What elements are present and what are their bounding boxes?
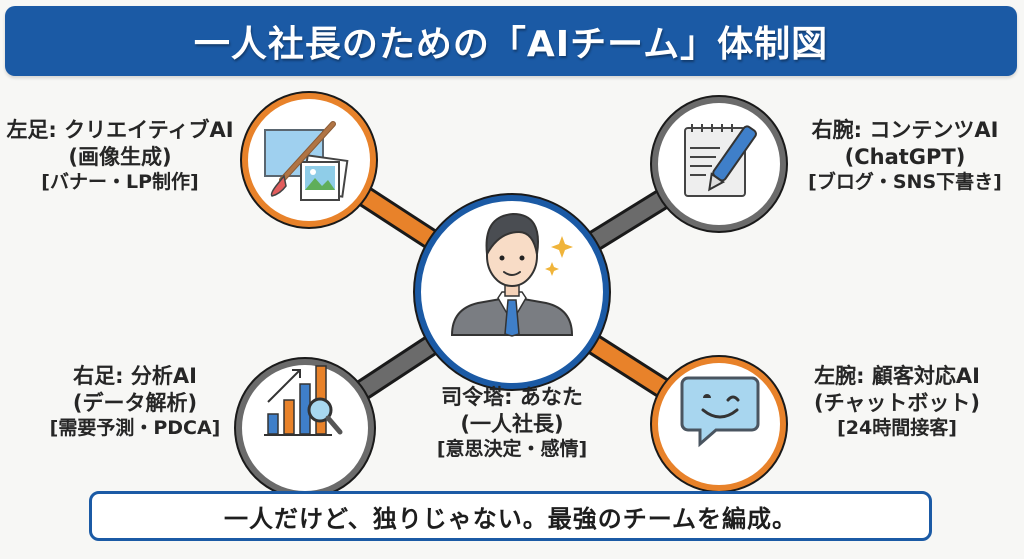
businessman-avatar-icon	[450, 212, 574, 337]
title-banner: 一人社長のための「AIチーム」体制図	[5, 6, 1017, 76]
footer-slogan: 一人だけど、独りじゃない。最強のチームを編成。	[223, 504, 798, 533]
label-chatbot-ai: 左腕: 顧客対応AI (チャットボット) [24時間接客]	[814, 364, 980, 440]
label-analytics-ai: 右足: 分析AI (データ解析) [需要予測・PDCA]	[49, 364, 221, 440]
sparkle-small-icon	[545, 262, 559, 276]
sparkle-icon	[551, 236, 573, 258]
node-content-ai	[650, 95, 788, 233]
node-president	[413, 193, 611, 391]
notepad-pen-icon	[684, 124, 757, 197]
label-content-ai: 右腕: コンテンツAI (ChatGPT) [ブログ・SNS下書き]	[808, 118, 1002, 194]
page-title: 一人社長のための「AIチーム」体制図	[193, 24, 829, 65]
paintbrush-image-icon	[264, 121, 349, 201]
label-creative-ai: 左足: クリエイティブAI (画像生成) [バナー・LP制作]	[6, 118, 234, 194]
bar-chart-magnifier-icon	[264, 365, 343, 436]
node-chatbot-ai	[650, 355, 788, 493]
node-analytics-ai	[234, 357, 376, 499]
label-president: 司令塔: あなた (一人社長) [意思決定・感情]	[436, 385, 588, 461]
footer-slogan-box: 一人だけど、独りじゃない。最強のチームを編成。	[89, 491, 932, 541]
node-creative-ai	[240, 91, 378, 229]
chat-bubble-smile-icon	[680, 376, 760, 448]
